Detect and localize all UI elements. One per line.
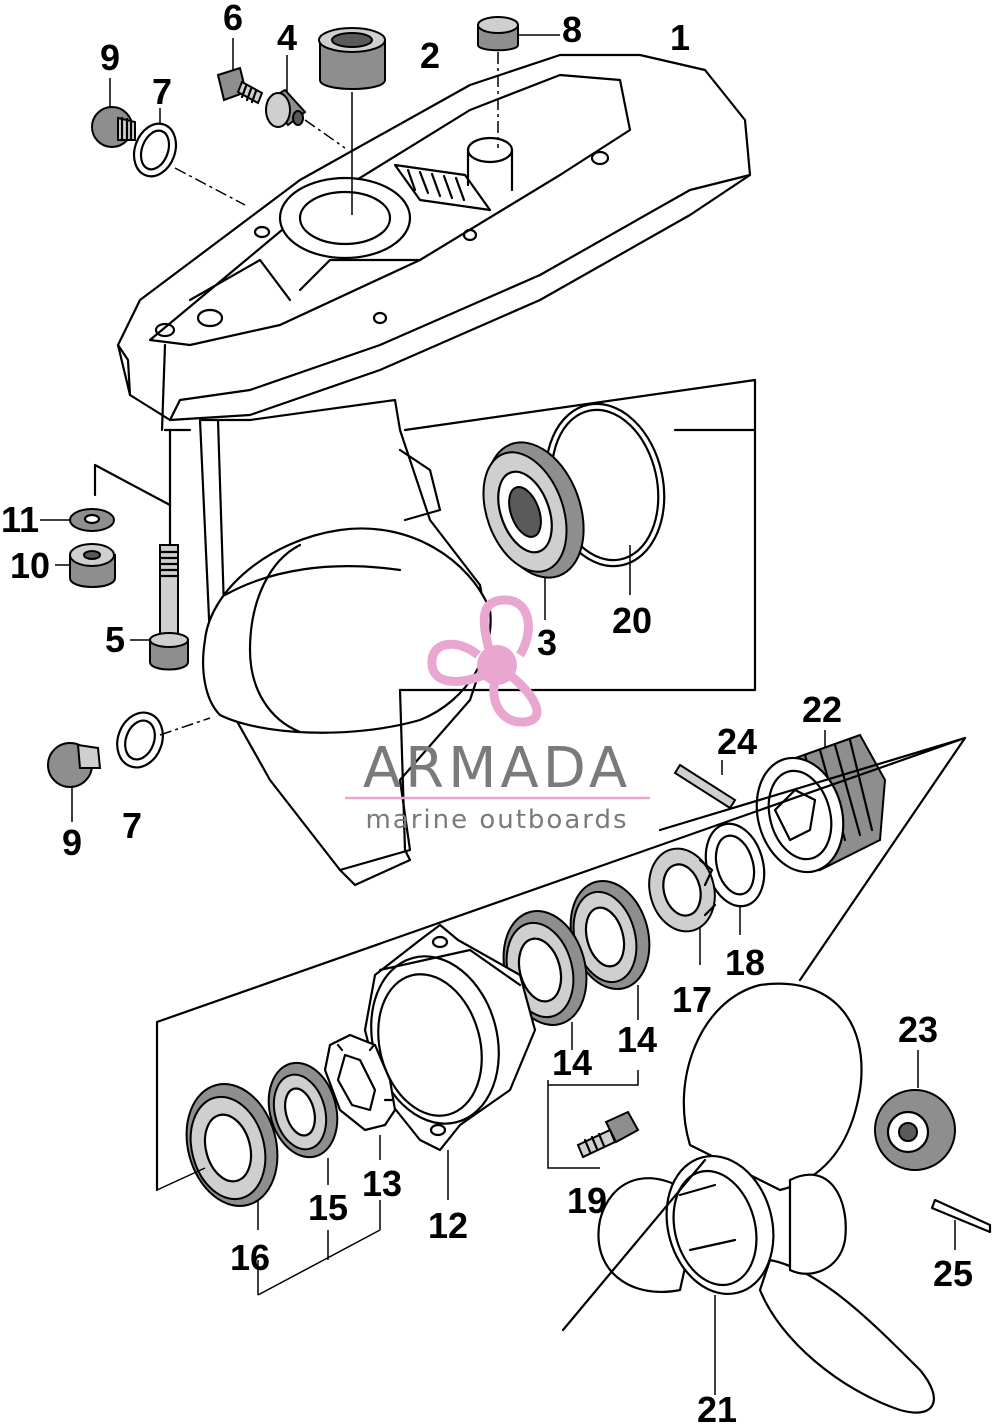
part-23-propeller-nut (874, 1089, 956, 1171)
callout-9-lower: 9 (62, 822, 82, 863)
part-24-shear-pin (673, 763, 737, 810)
part-4-grommet (265, 88, 307, 128)
callout-25: 25 (933, 1253, 973, 1294)
part-7-gasket-upper (132, 122, 178, 178)
part-16-ball-bearing (185, 1083, 279, 1207)
callout-21: 21 (697, 1389, 737, 1428)
part-8-cap (477, 16, 519, 52)
callout-23: 23 (898, 1009, 938, 1050)
callout-8: 8 (562, 9, 582, 50)
part-21-propeller (597, 982, 935, 1414)
callout-1: 1 (670, 17, 690, 58)
callout-7-upper: 7 (152, 71, 172, 112)
callout-16: 16 (230, 1237, 270, 1278)
part-2-sleeve (318, 27, 386, 90)
callout-17: 17 (672, 979, 712, 1020)
part-7-gasket-lower (116, 711, 164, 769)
callout-6: 6 (223, 0, 243, 38)
callout-12: 12 (428, 1205, 468, 1246)
armada-watermark: ARMADA marine outboards (345, 595, 650, 835)
part-9-drain-screw-upper (91, 106, 136, 148)
part-11-washer (69, 508, 115, 532)
callout-22: 22 (802, 689, 842, 730)
water-intake-grille (393, 163, 492, 212)
callout-3: 3 (537, 622, 557, 663)
callout-20: 20 (612, 600, 652, 641)
callout-7-lower: 7 (122, 805, 142, 846)
callout-15: 15 (308, 1187, 348, 1228)
callout-14-a: 14 (552, 1042, 592, 1083)
callout-18: 18 (725, 942, 765, 983)
part-1-gear-case (116, 53, 752, 887)
part-9-drain-screw-lower (47, 742, 102, 788)
callout-10: 10 (10, 545, 50, 586)
part-6-bolt (216, 66, 264, 105)
callout-11: 11 (1, 499, 39, 540)
callout-labels: 1 2 3 4 5 6 7 7 8 9 9 10 11 12 13 14 14 … (1, 0, 973, 1428)
callout-5: 5 (105, 619, 125, 660)
part-15-needle-bearing (267, 1061, 339, 1159)
part-3-ball-bearing (482, 441, 585, 579)
callout-19: 19 (567, 1180, 607, 1221)
brand-tagline: marine outboards (365, 805, 628, 835)
callout-24: 24 (717, 721, 757, 762)
part-25-cotter-pin (930, 1198, 992, 1234)
part-14-oil-seal-a (569, 879, 651, 991)
callout-4: 4 (277, 17, 297, 58)
part-5-stud-bolt (149, 544, 189, 671)
callout-2: 2 (420, 35, 440, 76)
propeller-logo-icon (427, 595, 542, 727)
part-17-spacer (648, 847, 717, 933)
part-18-thrust-washer (704, 822, 766, 908)
part-13-tab-washer (323, 1033, 397, 1132)
part-10-nut (69, 543, 116, 588)
part-19-bolt (576, 1110, 640, 1159)
brand-name: ARMADA (363, 736, 631, 801)
callout-13: 13 (362, 1163, 402, 1204)
callout-14-b: 14 (617, 1019, 657, 1060)
callout-9-upper: 9 (100, 37, 120, 78)
